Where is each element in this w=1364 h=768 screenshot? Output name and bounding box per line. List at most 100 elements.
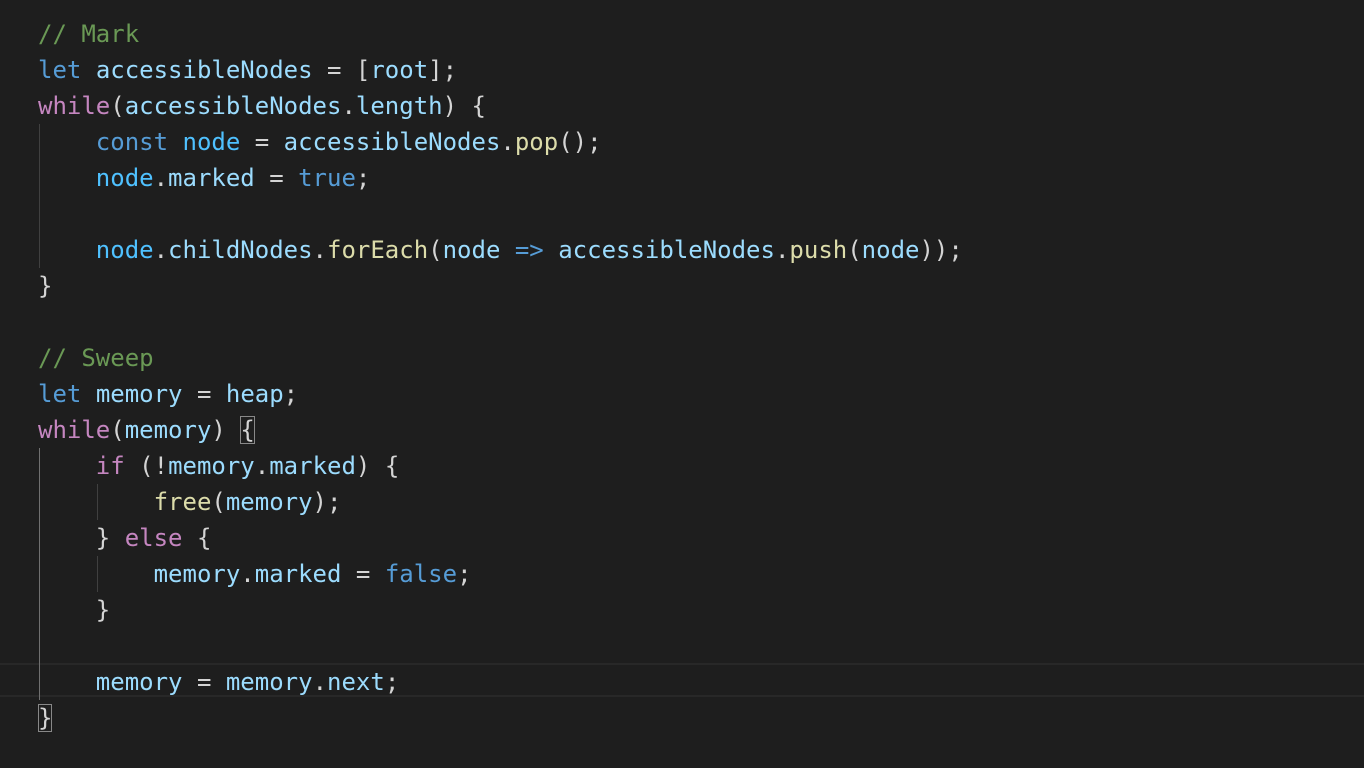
code-token: . bbox=[153, 164, 169, 192]
code-token: . bbox=[341, 92, 356, 120]
code-line[interactable] bbox=[38, 196, 963, 232]
code-token: accessibleNodes bbox=[283, 128, 501, 156]
code-token: = bbox=[182, 380, 226, 408]
code-token: . bbox=[500, 128, 515, 156]
code-token bbox=[38, 236, 96, 264]
code-token: ) { bbox=[355, 452, 400, 480]
code-token: if bbox=[95, 452, 125, 480]
code-line[interactable]: free(memory); bbox=[38, 484, 963, 520]
code-token: ( bbox=[847, 236, 862, 264]
code-line[interactable]: } else { bbox=[38, 520, 963, 556]
code-token bbox=[81, 380, 95, 408]
code-token: ( bbox=[110, 92, 125, 120]
code-line[interactable]: if (!memory.marked) { bbox=[38, 448, 963, 484]
code-token: length bbox=[355, 92, 443, 120]
code-token: accessibleNodes bbox=[558, 236, 775, 264]
code-token: ); bbox=[312, 488, 342, 516]
code-token: } bbox=[38, 524, 125, 552]
code-token: . bbox=[153, 236, 169, 264]
code-token: false bbox=[384, 560, 458, 588]
code-token: = bbox=[240, 128, 284, 156]
code-token: let bbox=[38, 380, 82, 408]
code-token: // Sweep bbox=[38, 344, 154, 372]
code-token: memory bbox=[225, 488, 313, 516]
code-token: memory bbox=[124, 416, 212, 444]
code-token: ( bbox=[211, 488, 226, 516]
code-line[interactable]: while(memory) { bbox=[38, 412, 963, 448]
code-line[interactable]: // Sweep bbox=[38, 340, 963, 376]
code-token: . bbox=[312, 236, 327, 264]
code-token: } bbox=[38, 272, 53, 300]
code-token: root bbox=[370, 56, 429, 84]
code-token bbox=[38, 164, 96, 192]
code-token: memory bbox=[95, 380, 183, 408]
code-line[interactable]: } bbox=[38, 268, 963, 304]
indent-guide bbox=[97, 556, 98, 592]
code-token: ( bbox=[110, 416, 125, 444]
code-token: { bbox=[182, 524, 212, 552]
code-token: free bbox=[153, 488, 212, 516]
code-token: . bbox=[312, 668, 328, 696]
code-token: )); bbox=[919, 236, 963, 264]
code-token: node bbox=[182, 128, 241, 156]
code-token: = [ bbox=[312, 56, 371, 84]
code-token bbox=[168, 128, 182, 156]
code-line[interactable] bbox=[38, 628, 963, 664]
code-token: node bbox=[95, 164, 154, 192]
code-token: = bbox=[341, 560, 385, 588]
code-line[interactable]: } bbox=[38, 700, 963, 736]
code-line[interactable]: let accessibleNodes = [root]; bbox=[38, 52, 963, 88]
code-line[interactable]: let memory = heap; bbox=[38, 376, 963, 412]
code-token: = bbox=[182, 668, 226, 696]
indent-guide bbox=[97, 484, 98, 520]
code-token: memory bbox=[225, 668, 313, 696]
current-line-highlight bbox=[0, 663, 1364, 697]
code-token: ) bbox=[211, 416, 241, 444]
code-token: . bbox=[774, 236, 790, 264]
code-token: (! bbox=[124, 452, 169, 480]
code-token: . bbox=[240, 560, 255, 588]
code-token: pop bbox=[514, 128, 559, 156]
code-line[interactable]: } bbox=[38, 592, 963, 628]
code-token: ]; bbox=[428, 56, 458, 84]
code-line[interactable]: const node = accessibleNodes.pop(); bbox=[38, 124, 963, 160]
code-line[interactable]: node.childNodes.forEach(node => accessib… bbox=[38, 232, 963, 268]
code-token bbox=[38, 668, 96, 696]
code-token: while bbox=[38, 416, 111, 444]
code-token: node bbox=[442, 236, 501, 264]
code-line[interactable]: while(accessibleNodes.length) { bbox=[38, 88, 963, 124]
code-token: ) { bbox=[442, 92, 486, 120]
code-token: heap bbox=[225, 380, 284, 408]
matched-bracket: { bbox=[240, 416, 255, 444]
code-token: marked bbox=[269, 452, 356, 480]
code-token: ; bbox=[457, 560, 472, 588]
code-line[interactable]: memory.marked = false; bbox=[38, 556, 963, 592]
code-line[interactable]: // Mark bbox=[38, 16, 963, 52]
code-token: accessibleNodes bbox=[95, 56, 313, 84]
code-token: } bbox=[38, 596, 111, 624]
code-token bbox=[38, 452, 96, 480]
code-line[interactable] bbox=[38, 304, 963, 340]
code-line[interactable]: memory = memory.next; bbox=[38, 664, 963, 700]
code-token bbox=[38, 560, 154, 588]
code-token bbox=[38, 488, 154, 516]
code-token: memory bbox=[168, 452, 255, 480]
code-token: push bbox=[789, 236, 848, 264]
code-token: forEach bbox=[327, 236, 429, 264]
code-token: const bbox=[95, 128, 169, 156]
code-token: childNodes bbox=[168, 236, 313, 264]
code-token: accessibleNodes bbox=[124, 92, 342, 120]
code-token: ; bbox=[355, 164, 371, 192]
code-token: memory bbox=[95, 668, 183, 696]
code-token bbox=[544, 236, 558, 264]
code-line[interactable]: node.marked = true; bbox=[38, 160, 963, 196]
indent-guide bbox=[39, 124, 40, 268]
code-token bbox=[81, 56, 95, 84]
code-token: => bbox=[514, 236, 544, 264]
matched-bracket: } bbox=[38, 704, 53, 732]
code-token: node bbox=[861, 236, 920, 264]
code-token: else bbox=[124, 524, 183, 552]
code-token: memory bbox=[153, 560, 241, 588]
